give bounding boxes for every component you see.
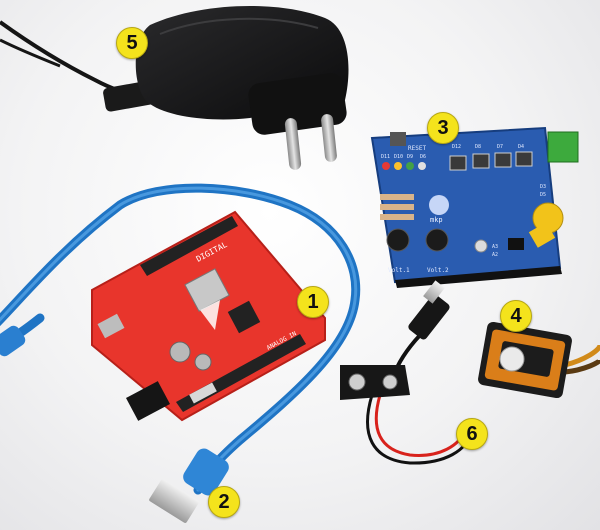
- shield-label-d4: D4: [518, 144, 524, 150]
- potentiometer-1: [386, 228, 410, 252]
- shield-label-d5: D5: [540, 192, 546, 198]
- capacitor-1: [169, 341, 191, 363]
- adapter-pin-left: [284, 118, 302, 170]
- usb-plug-left: [0, 325, 26, 357]
- dc-jack: [126, 381, 170, 421]
- adapter-cable-tail: [0, 38, 61, 68]
- reset-button: [390, 132, 406, 146]
- shield-label-reset: RESET: [408, 145, 426, 152]
- shield-label-d8: D8: [475, 144, 481, 150]
- shield-button-d12: [449, 155, 467, 171]
- label-badge-2: 2: [208, 486, 240, 518]
- label-badge-4: 4: [500, 300, 532, 332]
- led-white: [418, 162, 426, 170]
- blue-shield-board: RESET D11 D10 D9 D6 D12 D8 D7 D4: [370, 126, 579, 288]
- adapter-pin-right: [321, 114, 337, 162]
- led-green: [406, 162, 414, 170]
- capacitor-2: [194, 353, 212, 371]
- red-arduino-board: DIGITAL ANALOG IN: [91, 210, 326, 422]
- potentiometer-2: [425, 228, 449, 252]
- power-adapter: [0, 5, 349, 170]
- led-red: [382, 162, 390, 170]
- label-badge-6: 6: [456, 418, 488, 450]
- board-logo: [200, 300, 220, 330]
- shield-label-brand: mkp: [430, 216, 443, 224]
- screw-terminal: [547, 131, 579, 163]
- shield-label-a3: A3: [492, 244, 498, 250]
- light-sensor: [474, 239, 488, 253]
- header-digital: [140, 216, 238, 276]
- shield-logo: [429, 195, 449, 215]
- shield-label-a2: A2: [492, 252, 498, 258]
- shield-label-volt1: Volt.1: [388, 267, 410, 274]
- shield-label-d6: D6: [420, 154, 426, 160]
- led-yellow: [394, 162, 402, 170]
- dc-barrel-plug: [408, 294, 450, 340]
- shield-button-d4: [515, 151, 533, 167]
- shield-label-d3: D3: [540, 184, 546, 190]
- ir-receiver: [508, 238, 524, 250]
- label-badge-1: 1: [297, 286, 329, 318]
- mcu-chip: [227, 300, 261, 334]
- label-badge-5: 5: [116, 27, 148, 59]
- shield-label-d9: D9: [407, 154, 413, 160]
- shield-label-d10: D10: [394, 154, 403, 160]
- usb-plug-body: [183, 448, 229, 496]
- shield-label-volt2: Volt.2: [427, 267, 449, 274]
- shield-label-d7: D7: [497, 144, 503, 150]
- servo-horn: [499, 346, 525, 372]
- usb-plug-connector: [149, 479, 199, 523]
- battery-clip-cable: [340, 280, 472, 465]
- mini-usb: [97, 313, 125, 339]
- shield-label-d12: D12: [452, 144, 461, 150]
- servo-motor: [478, 321, 600, 399]
- shield-button-d7: [494, 152, 512, 168]
- usb-cable: [0, 183, 361, 523]
- shield-label-d11: D11: [381, 154, 390, 160]
- label-badge-3: 3: [427, 112, 459, 144]
- shield-button-d8: [472, 153, 490, 169]
